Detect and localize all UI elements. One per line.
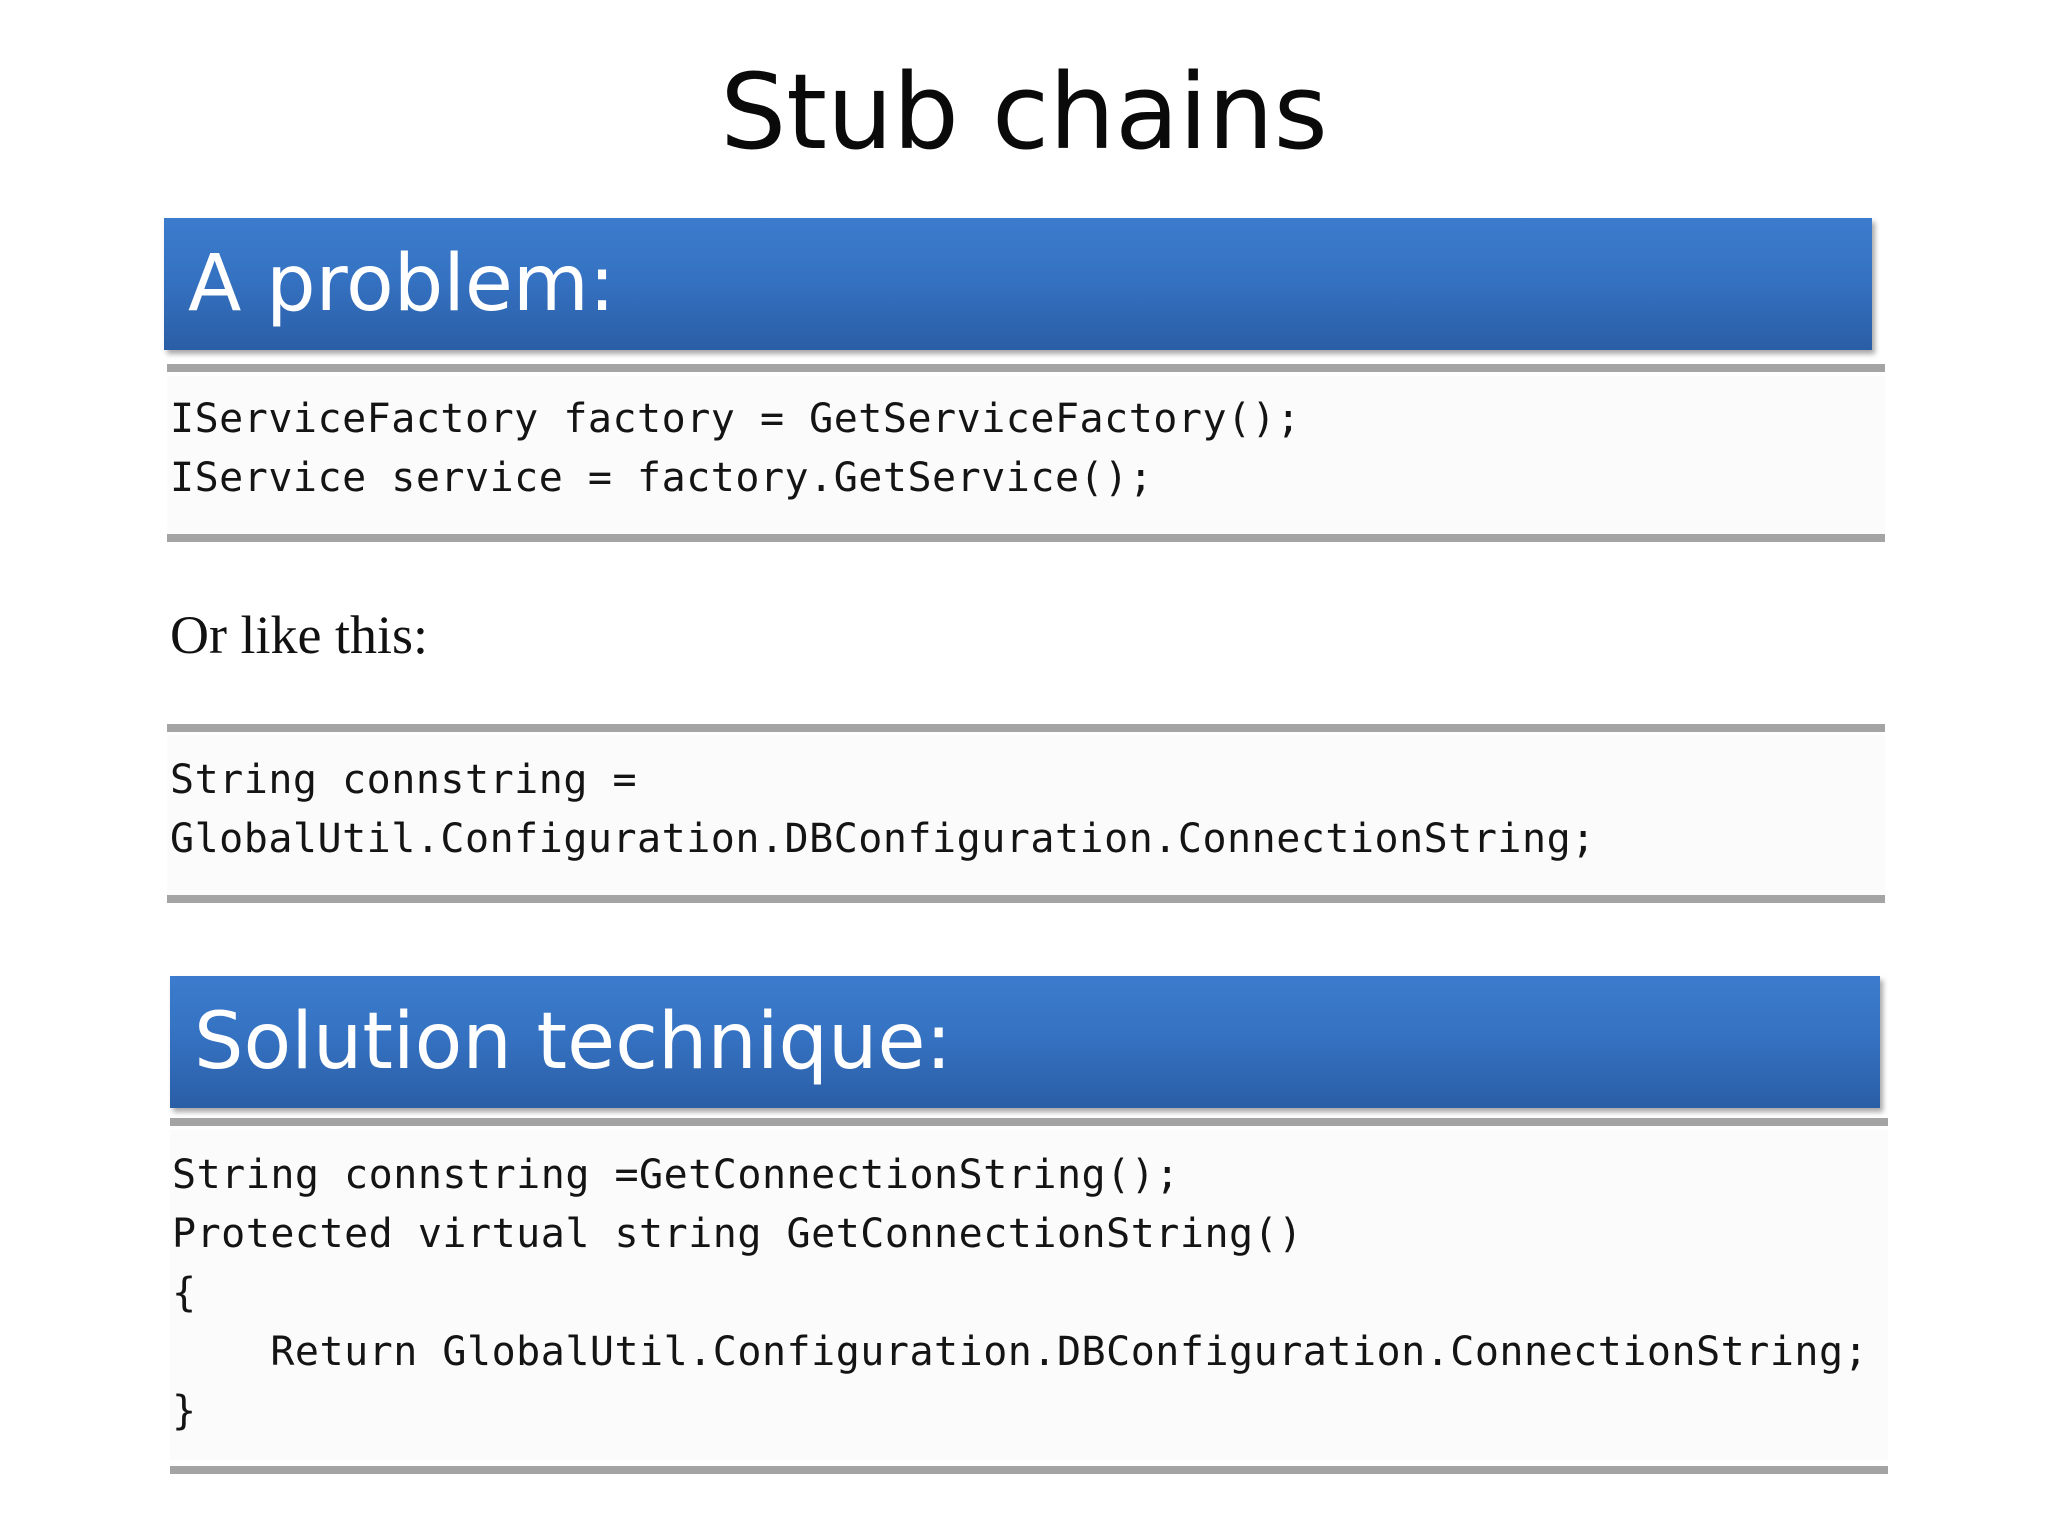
code-line: IServiceFactory factory = GetServiceFact…: [170, 396, 1301, 442]
divider-rule: [167, 895, 1885, 903]
solution-heading-banner: Solution technique:: [170, 976, 1880, 1108]
code-line: Return GlobalUtil.Configuration.DBConfig…: [172, 1329, 1869, 1375]
problem-code-block-1: IServiceFactory factory = GetServiceFact…: [170, 390, 1301, 508]
code-line: {: [172, 1270, 197, 1316]
transition-text: Or like this:: [170, 605, 428, 665]
code-panel-background: [167, 376, 1885, 536]
code-line: Protected virtual string GetConnectionSt…: [172, 1211, 1303, 1257]
code-line: String connstring =: [170, 757, 638, 803]
divider-rule: [167, 364, 1885, 372]
divider-rule: [167, 534, 1885, 542]
divider-rule: [170, 1118, 1888, 1126]
code-line: GlobalUtil.Configuration.DBConfiguration…: [170, 816, 1596, 862]
solution-code-block: String connstring =GetConnectionString()…: [172, 1146, 1868, 1441]
divider-rule: [167, 724, 1885, 732]
code-panel-background: [167, 735, 1885, 895]
slide-title: Stub chains: [720, 51, 1328, 173]
code-panel-background: [170, 1130, 1888, 1460]
problem-heading: A problem:: [188, 239, 616, 329]
solution-heading: Solution technique:: [194, 997, 952, 1087]
code-line: }: [172, 1388, 197, 1434]
code-line: IService service = factory.GetService();: [170, 455, 1154, 501]
divider-rule: [170, 1466, 1888, 1474]
code-line: String connstring =GetConnectionString()…: [172, 1152, 1180, 1198]
problem-code-block-2: String connstring = GlobalUtil.Configurat…: [170, 751, 1596, 869]
problem-heading-banner: A problem:: [164, 218, 1872, 350]
